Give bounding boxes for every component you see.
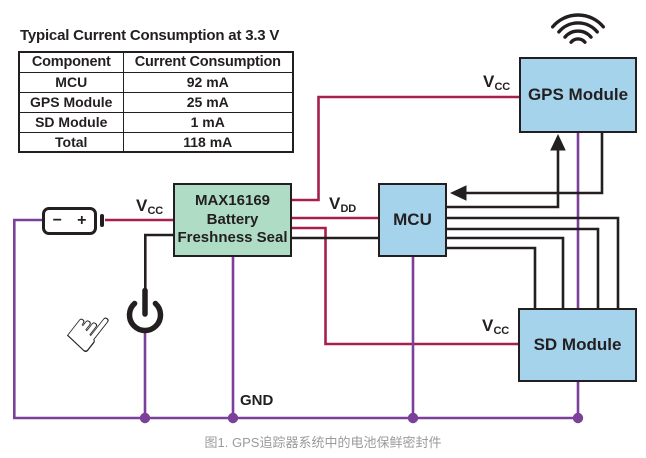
block-sd-module: SD Module [518,308,637,382]
table-row: Total 118 mA [18,131,294,153]
block-battery-freshness-seal: MAX16169 Battery Freshness Seal [173,183,292,257]
battery-plus-terminal: + [77,212,87,229]
consumption-table: Component Current Consumption MCU 92 mA … [18,51,294,153]
wire-seal-to-gps-vcc [291,95,520,202]
mcu-label: MCU [393,210,432,229]
vcc-subscript: CC [493,325,510,337]
arrowheads [450,134,566,201]
table-row: GPS Module 25 mA [18,91,294,113]
table-row: MCU 92 mA [18,71,294,93]
vdd-label: VDD [329,194,356,215]
gps-label: GPS Module [527,85,629,104]
gnd-junction-dot [407,412,419,424]
cell-current: 1 mA [122,111,294,133]
vcc-label-sd: VCC [482,316,509,337]
table-header-row: Component Current Consumption [18,51,294,73]
gnd-wires [13,132,580,420]
power-circle [126,300,164,334]
vcc-base: V [482,316,494,335]
vcc-label-battery: VCC [136,196,163,217]
gnd-junction-dots [139,412,584,424]
seal-line-2: Battery [206,210,259,228]
wire-mcu-to-sd-4 [447,246,537,309]
block-gps-module: GPS Module [519,57,637,133]
seal-line-1: MAX16169 [194,192,271,210]
block-mcu: MCU [378,183,447,257]
vcc-label-gps: VCC [483,72,510,93]
arrowhead-into-mcu [450,185,467,201]
wireless-signal-icon [551,13,605,44]
vcc-subscript: CC [147,205,164,217]
vcc-subscript: CC [494,81,511,93]
gnd-junction-dot [572,412,584,424]
wire-gps-to-mcu [466,132,604,195]
vdd-subscript: DD [340,203,357,215]
arrowhead-into-gps [550,134,566,151]
table-row: SD Module 1 mA [18,111,294,133]
gnd-junction-dot [227,412,239,424]
seal-line-3: Freshness Seal [177,229,288,247]
cell-component: MCU [18,71,124,93]
battery-terminal-nub [100,214,104,227]
cell-current: 25 mA [122,91,294,113]
gnd-label: GND [240,392,274,409]
signal-wires [144,132,620,309]
vdd-base: V [329,194,341,213]
wire-mcu-to-sd-1 [447,216,620,309]
vcc-power-wires [105,95,520,346]
vcc-base: V [483,72,495,91]
power-button-icon [126,287,164,334]
sd-label: SD Module [533,335,622,354]
battery-minus-terminal: − [52,212,62,229]
figure-caption: 图1. GPS追踪器系统中的电池保鲜密封件 [204,435,442,450]
cell-component: Total [18,131,124,153]
battery-icon: − + [42,207,97,235]
gnd-junction-dot [139,412,151,424]
vcc-base: V [136,196,148,215]
header-current: Current Consumption [122,51,294,73]
wire-seal-to-switch [144,233,174,295]
cell-current: 118 mA [122,131,294,153]
wire-mcu-to-sd-2 [447,227,600,309]
current-consumption-table: Typical Current Consumption at 3.3 V Com… [18,27,294,153]
cell-component: GPS Module [18,91,124,113]
header-component: Component [18,51,124,73]
table-title: Typical Current Consumption at 3.3 V [20,27,280,44]
wire-mcu-to-sd-3 [447,236,565,309]
wire-mcu-to-gps [447,149,560,209]
wire-seal-to-sd-vcc [291,226,519,346]
cell-current: 92 mA [122,71,294,93]
wire-gnd-rail [13,218,578,420]
cell-component: SD Module [18,111,124,133]
